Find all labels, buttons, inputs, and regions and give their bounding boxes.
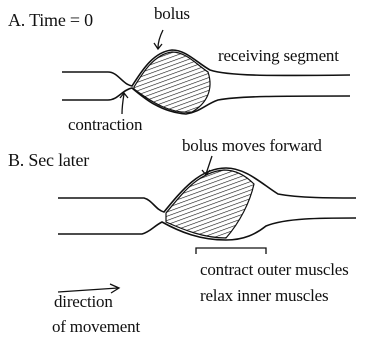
gut-tube-a xyxy=(62,30,350,114)
gut-tube-b xyxy=(58,156,356,254)
contraction-label: contraction xyxy=(68,115,142,135)
receiving-segment-label: receiving segment xyxy=(218,46,339,66)
bolus-b xyxy=(166,170,254,238)
bolus-moves-forward-label: bolus moves forward xyxy=(182,136,322,156)
contraction-pointer-a xyxy=(122,94,124,114)
panel-a-title: A. Time = 0 xyxy=(8,10,93,30)
direction-label: direction xyxy=(54,292,113,312)
bolus-a xyxy=(134,52,210,112)
contract-outer-muscles-label: contract outer muscles xyxy=(200,260,349,280)
movement-label: of movement xyxy=(52,317,140,337)
bolus-label: bolus xyxy=(154,4,190,24)
panel-b-title: B. Sec later xyxy=(8,150,89,170)
relax-inner-muscles-label: relax inner muscles xyxy=(200,286,328,306)
muscle-bracket-b xyxy=(196,248,266,254)
